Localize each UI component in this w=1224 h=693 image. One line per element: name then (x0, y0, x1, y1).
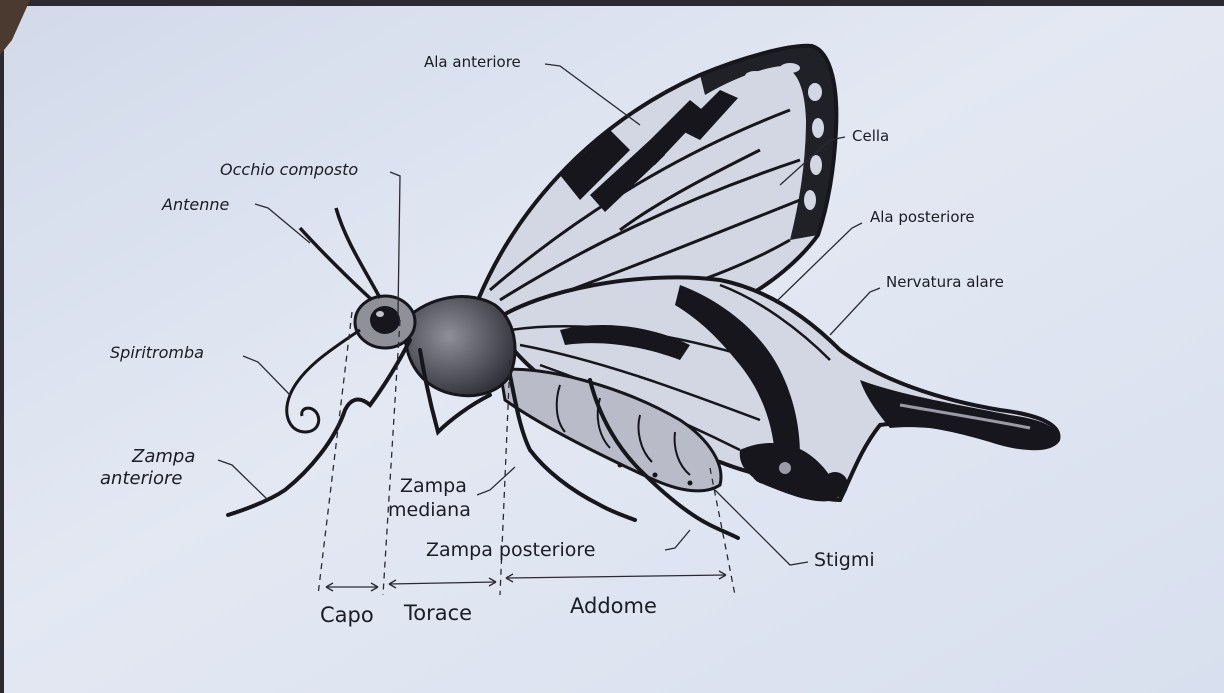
label-zampa-posteriore: Zampa posteriore (426, 539, 595, 561)
label-stigmi: Stigmi (814, 549, 875, 571)
label-zampa-mediana-line2: mediana (388, 499, 471, 521)
label-nervatura-alare: Nervatura alare (886, 273, 1004, 291)
label-zampa-mediana-line1: Zampa (400, 475, 467, 497)
label-zampa-anteriore-line2: anteriore (100, 468, 182, 489)
label-zampa-anteriore-line1: Zampa (131, 446, 195, 467)
label-ala-posteriore: Ala posteriore (870, 208, 975, 226)
label-antenne: Antenne (161, 195, 229, 214)
label-torace: Torace (403, 601, 472, 625)
label-spiritromba: Spiritromba (110, 343, 204, 362)
label-capo: Capo (320, 603, 374, 627)
label-ala-anteriore: Ala anteriore (424, 53, 521, 71)
label-cella: Cella (852, 127, 889, 145)
label-addome: Addome (570, 594, 657, 618)
head (355, 296, 415, 348)
label-occhio-composto: Occhio composto (220, 160, 358, 179)
